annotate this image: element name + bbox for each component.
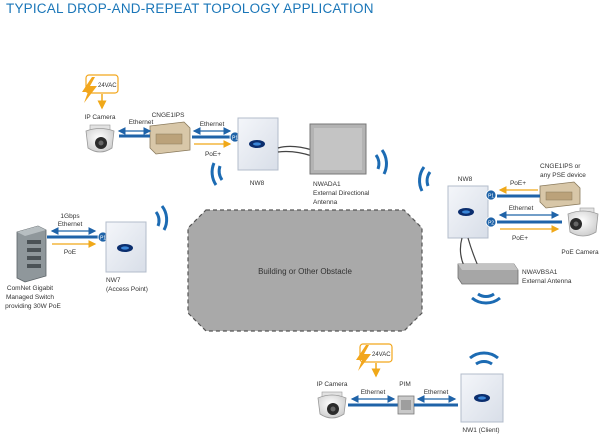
top-nw8-label: NW8 bbox=[250, 180, 265, 187]
bottom-power-label: 24VAC bbox=[372, 352, 391, 358]
right-nw8-label: NW8 bbox=[458, 176, 473, 183]
svg-text:P1: P1 bbox=[488, 194, 494, 200]
bottom-eth2-label: Ethernet bbox=[424, 389, 449, 396]
right-antenna-cables bbox=[459, 237, 479, 267]
left-poe-label: PoE bbox=[64, 249, 77, 256]
right-poe1-label: PoE+ bbox=[510, 180, 526, 187]
left-eth-speed: 1Gbps bbox=[60, 213, 80, 220]
right-antenna-name: NWAVBSA1 bbox=[522, 269, 558, 276]
top-nw8-unit bbox=[237, 117, 279, 171]
top-injector-label: CNGE1IPS bbox=[152, 112, 186, 119]
diagram-title: TYPICAL DROP-AND-REPEAT TOPOLOGY APPLICA… bbox=[6, 1, 374, 16]
right-injector-line1: CNGE1IPS or bbox=[540, 163, 581, 170]
right-poe-camera-icon bbox=[567, 207, 599, 237]
top-eth1-label: Ethernet bbox=[129, 119, 154, 126]
top-directional-antenna bbox=[309, 123, 367, 175]
bottom-power-bolt: 24VAC bbox=[356, 343, 393, 371]
right-port-p1: P1 bbox=[485, 189, 497, 201]
bottom-client-label: NW1 (Client) bbox=[462, 427, 499, 434]
left-eth-label: Ethernet bbox=[58, 221, 83, 228]
top-antenna-desc2: Antenna bbox=[313, 199, 338, 206]
top-ip-camera-icon bbox=[85, 124, 115, 153]
svg-text:P2: P2 bbox=[488, 221, 494, 227]
right-injector-line2: any PSE device bbox=[540, 172, 586, 179]
bottom-pim-icon bbox=[397, 395, 415, 415]
bottom-ip-camera-icon bbox=[317, 391, 347, 419]
right-external-antenna bbox=[457, 263, 519, 285]
left-nw7-wireless-icon bbox=[154, 205, 169, 231]
right-eth-label: Ethernet bbox=[509, 205, 534, 212]
top-antenna-wireless-icon bbox=[374, 149, 388, 175]
left-switch-line2: Managed Switch bbox=[6, 294, 54, 301]
right-poe2-label: PoE+ bbox=[512, 235, 528, 242]
bottom-camera-label: IP Camera bbox=[317, 381, 348, 388]
left-switch-line1: ComNet Gigabit bbox=[7, 285, 53, 292]
right-nw8-wireless-icon bbox=[418, 166, 432, 192]
top-injector-icon bbox=[149, 121, 191, 155]
bottom-eth1-label: Ethernet bbox=[361, 389, 386, 396]
left-switch-line3: providing 30W PoE bbox=[5, 303, 61, 310]
bottom-nw1-unit bbox=[460, 373, 504, 423]
right-antenna-desc: External Antenna bbox=[522, 278, 572, 285]
top-eth2-label: Ethernet bbox=[200, 121, 225, 128]
right-port-p2: P2 bbox=[485, 216, 497, 228]
building-obstacle: Building or Other Obstacle bbox=[187, 209, 423, 332]
top-power-label: 24VAC bbox=[98, 83, 117, 89]
top-antenna-name: NWADA1 bbox=[313, 181, 341, 188]
bottom-power-box bbox=[359, 343, 393, 363]
svg-text:P1: P1 bbox=[100, 236, 106, 242]
left-nw7-unit bbox=[105, 221, 147, 273]
right-injector-icon bbox=[539, 181, 581, 209]
bottom-nw1-wireless-icon bbox=[469, 351, 499, 366]
left-ap-name: NW7 bbox=[106, 277, 121, 284]
left-ap-desc: (Access Point) bbox=[106, 286, 148, 293]
svg-text:P1: P1 bbox=[232, 136, 238, 142]
right-antenna-wireless-icon bbox=[471, 292, 501, 305]
left-managed-switch-icon bbox=[16, 225, 47, 283]
top-antenna-cables bbox=[277, 145, 313, 157]
top-nw8-wireless-icon bbox=[210, 162, 224, 186]
top-power-bolt: 24VAC bbox=[82, 74, 119, 103]
bottom-pim-label: PIM bbox=[399, 381, 411, 388]
right-nw8-unit bbox=[447, 185, 489, 239]
top-power-box bbox=[85, 74, 119, 94]
right-camera-label: PoE Camera bbox=[561, 249, 599, 256]
top-camera-label: IP Camera bbox=[85, 114, 116, 121]
top-poe-label: PoE+ bbox=[205, 151, 221, 158]
obstacle-label: Building or Other Obstacle bbox=[258, 267, 352, 276]
top-antenna-desc1: External Directional bbox=[313, 190, 370, 197]
